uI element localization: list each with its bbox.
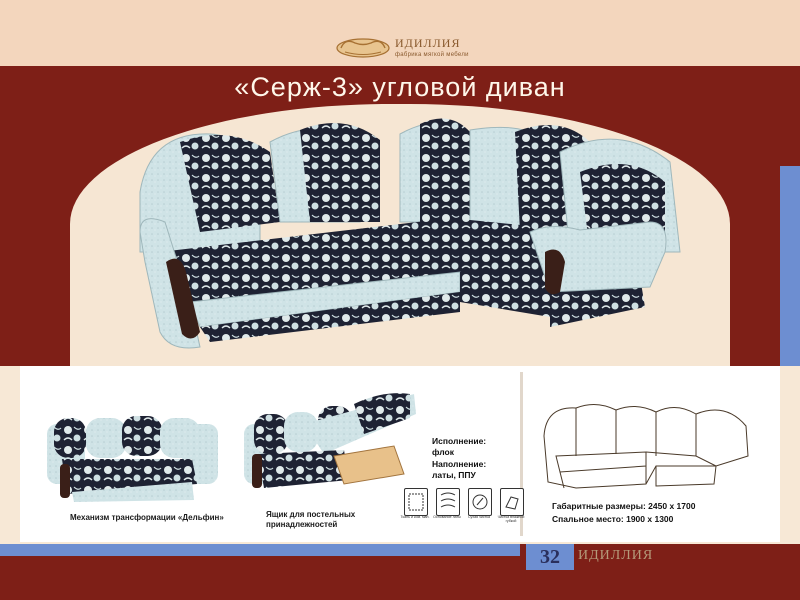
sponge-icon [500, 488, 524, 516]
header-band [0, 0, 800, 66]
panel-divider [520, 372, 523, 536]
care-label: Ткань и ком. ман. [400, 515, 430, 519]
sofa-outline-drawing [543, 404, 749, 489]
brand-tagline: фабрика мягкой мебели [395, 52, 469, 58]
dimensions-block: Габаритные размеры: 2450 х 1700 Спальное… [552, 500, 695, 526]
storage-photo [244, 393, 416, 488]
finish-label: Исполнение: [432, 436, 487, 446]
care-icons: Ткань и ком. ман. Основание латы Сухая ч… [400, 488, 524, 528]
side-accent-strip [780, 166, 800, 366]
specs-block: Исполнение: флок Наполнение: латы, ППУ [432, 436, 486, 482]
care-label: Основание латы [433, 515, 461, 519]
slats-icon [436, 488, 460, 516]
care-label: Чистка влажной губкой [497, 515, 525, 523]
finish-value: флок [432, 447, 454, 458]
product-title: «Серж-3» угловой диван [234, 72, 566, 102]
page-number: 32 [526, 544, 574, 570]
footer-brand: ИДИЛЛИЯ [578, 548, 654, 563]
mechanism-photo [47, 416, 218, 502]
mechanism-caption: Механизм трансформации «Дельфин» [70, 513, 224, 522]
filling-label: Наполнение: [432, 458, 487, 469]
hero-sofa-image [139, 118, 681, 349]
storage-caption-line1: Ящик для постельных [266, 510, 356, 519]
filling-value: латы, ППУ [432, 470, 476, 481]
sofa-logo-icon [336, 38, 390, 58]
storage-caption-line2: принадлежностей [266, 519, 338, 529]
dry-clean-icon [468, 488, 492, 516]
storage-caption: Ящик для постельных принадлежностей [266, 510, 355, 529]
overall-dimensions: Габаритные размеры: 2450 х 1700 [552, 501, 696, 511]
brand-logo: ИДИЛЛИЯ фабрика мягкой мебели [335, 30, 485, 66]
care-label: Сухая чистка [467, 515, 491, 519]
brand-name: ИДИЛЛИЯ [395, 36, 461, 50]
footer-accent [0, 544, 520, 556]
frame-icon [404, 488, 428, 516]
sleeping-dimensions: Спальное место: 1900 х 1300 [552, 513, 674, 524]
